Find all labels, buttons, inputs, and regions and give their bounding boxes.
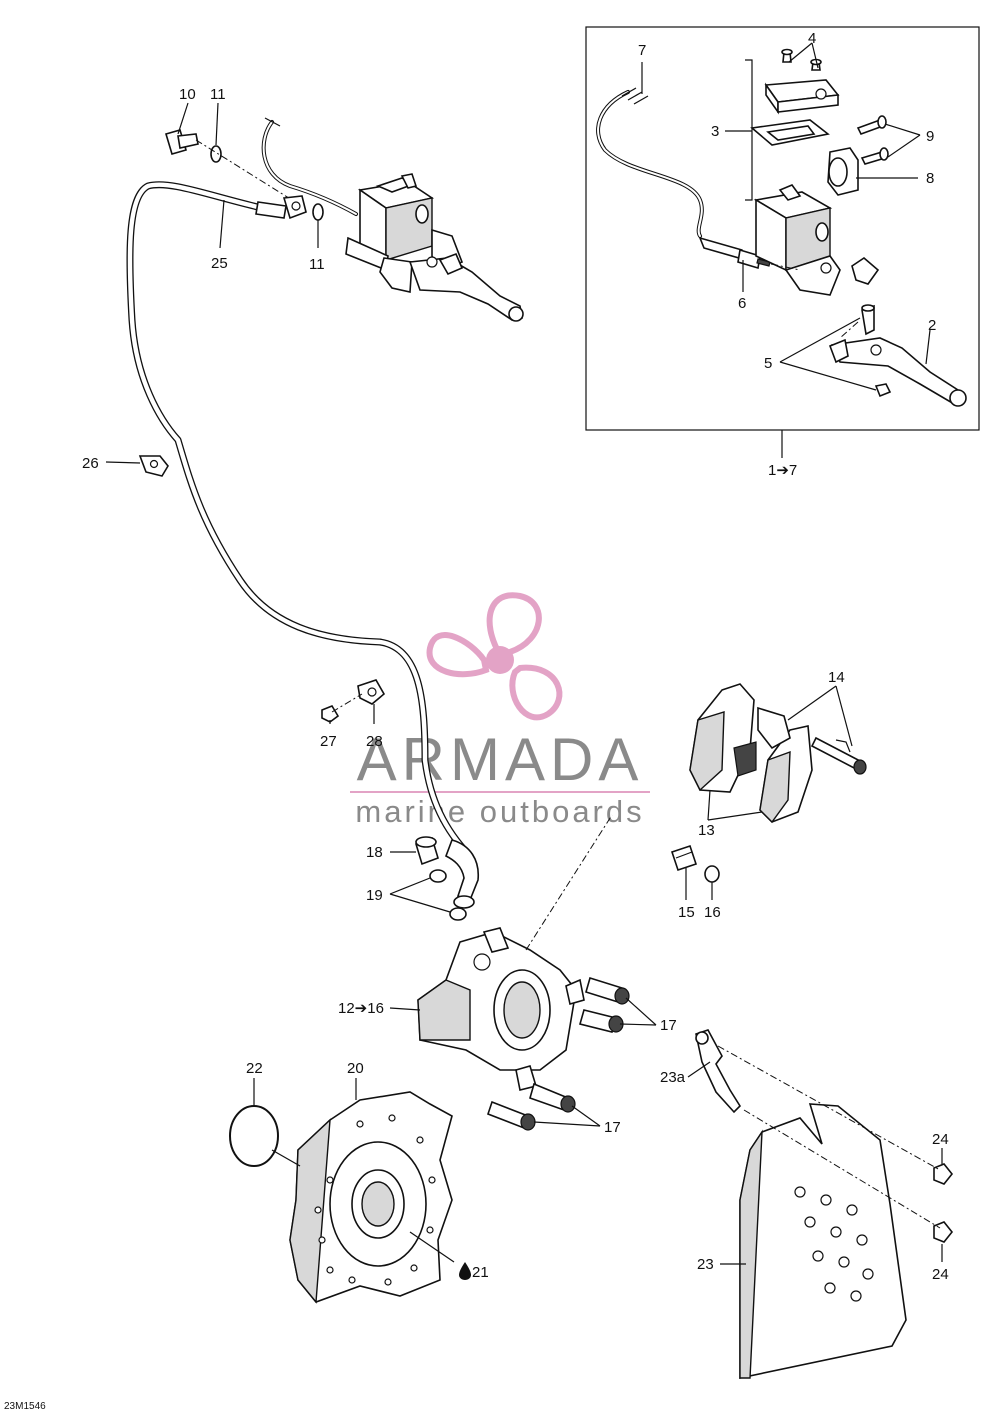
hose-bracket-nut (321, 705, 340, 723)
callout-25: 25 (211, 255, 228, 272)
callout-10: 10 (179, 86, 196, 103)
banjo-bolt (165, 129, 199, 155)
callout-17-upper: 17 (660, 1017, 677, 1034)
callout-6: 6 (738, 295, 746, 312)
shield-nuts (933, 1163, 954, 1243)
sealing-washer-lower (312, 203, 324, 221)
hose-clip (105, 455, 169, 477)
master-cylinder-assembly (261, 117, 524, 322)
callout-4: 4 (808, 30, 816, 47)
hose-bracket-clip (331, 679, 386, 713)
shield-bracket (695, 1029, 742, 1114)
callout-23a: 23a (660, 1069, 686, 1086)
callout-19: 19 (366, 887, 383, 904)
callout-7: 7 (638, 42, 646, 59)
callout-8: 8 (926, 170, 934, 187)
brake-light-switch-wire (596, 87, 704, 238)
shield-leader-lines (687, 1045, 943, 1265)
callout-5: 5 (764, 355, 772, 372)
caliper-washers (429, 869, 467, 921)
callout-24-upper: 24 (932, 1131, 949, 1148)
callout-16: 16 (704, 904, 721, 921)
pad-retaining-pin (810, 736, 867, 775)
callout-labels: 2 3 4 5 6 7 8 9 10 11 11 12➔16 13 14 15 … (82, 30, 949, 1283)
callout-3: 3 (711, 123, 719, 140)
callout-24-lower: 24 (932, 1266, 949, 1283)
callout-11-upper: 11 (210, 86, 226, 103)
o-ring (229, 1105, 279, 1167)
watermark-title: ARMADA (357, 726, 644, 793)
reservoir-cover-screws (781, 48, 822, 71)
pad-spring (733, 706, 791, 777)
armada-watermark: ARMADA marine outboards (350, 592, 650, 829)
brake-disc (289, 1091, 453, 1304)
callout-20: 20 (347, 1060, 364, 1077)
brake-lever (828, 337, 967, 407)
caliper-mounting-bolts-upper (579, 976, 630, 1033)
master-cylinder-inset: 1➔7 (585, 26, 980, 479)
inset-leader-lines (641, 42, 931, 391)
callout-13: 13 (698, 822, 715, 839)
lever-dust-boot (851, 256, 880, 285)
lever-pivot-nut (874, 383, 892, 398)
callout-17-lower: 17 (604, 1119, 621, 1136)
callout-14: 14 (828, 669, 845, 686)
brake-disc-shield (739, 1103, 907, 1379)
callout-11-lower: 11 (309, 256, 325, 273)
sealing-washer-upper (210, 145, 222, 163)
callout-21: 21 (472, 1264, 489, 1281)
bleeder-cap (704, 865, 720, 883)
bleeder-screw (670, 844, 698, 872)
callout-28: 28 (366, 733, 383, 750)
inset-reference-label: 1➔7 (768, 462, 797, 479)
brake-hose (126, 181, 479, 909)
caliper-banjo-bolt (415, 836, 439, 866)
reservoir-diaphragm (750, 119, 830, 146)
drawing-code: 23M1546 (4, 1401, 46, 1412)
callout-26: 26 (82, 455, 99, 472)
reservoir-cover (764, 79, 840, 115)
callout-27: 27 (320, 733, 337, 750)
caliper-mounting-bolts-lower (487, 1082, 576, 1131)
clamp-screws (856, 115, 889, 165)
handlebar-clamp (827, 147, 859, 196)
oil-drop-icon (459, 1262, 471, 1280)
callout-2: 2 (928, 317, 936, 334)
callout-9: 9 (926, 128, 934, 145)
propeller-logo-icon (426, 592, 563, 721)
callout-21-group: 21 (459, 1262, 489, 1281)
callout-12-16: 12➔16 (338, 1000, 384, 1017)
brake-caliper (417, 927, 585, 1091)
callout-18: 18 (366, 844, 383, 861)
callout-23: 23 (697, 1256, 714, 1273)
main-leader-lines (177, 102, 853, 1263)
master-cylinder-body (753, 184, 841, 296)
watermark-subtitle: marine outboards (355, 794, 644, 829)
callout-22: 22 (246, 1060, 263, 1077)
callout-15: 15 (678, 904, 695, 921)
lever-pivot-bolt (861, 304, 875, 336)
